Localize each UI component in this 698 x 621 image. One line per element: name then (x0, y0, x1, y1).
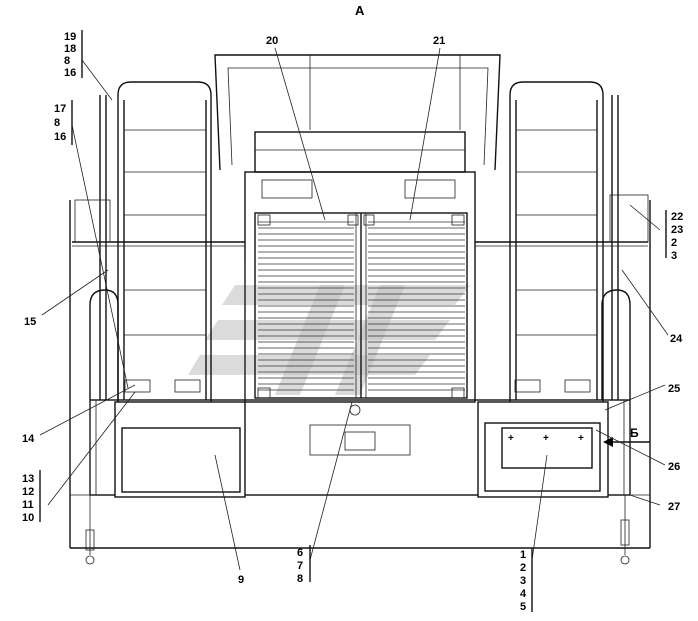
callout-label: 7 (297, 560, 303, 572)
view-label: А (355, 3, 365, 18)
callout-label: 5 (520, 601, 526, 613)
right-ladder (475, 81, 649, 495)
radiator-grille (254, 212, 468, 416)
callout-label: 17 (54, 103, 66, 115)
callout-label: 3 (520, 575, 526, 587)
callout-21: 21 (433, 35, 445, 47)
callout-label: 8 (64, 55, 70, 67)
callout-label: 4 (520, 588, 527, 600)
svg-text:+: + (578, 433, 584, 444)
callout-20: 20 (266, 35, 278, 47)
right-chain (620, 495, 630, 565)
radiator-housing (244, 171, 476, 403)
callout-label: 12 (22, 486, 34, 498)
cab-body (214, 54, 501, 173)
callout-22-23-2-3: 22 23 2 3 (665, 210, 683, 262)
callout-6-7-8: 6 7 8 (297, 545, 311, 585)
left-ladder (72, 81, 245, 495)
callout-label: 18 (64, 43, 76, 55)
callout-label: 19 (64, 31, 76, 43)
callout-label: 22 (671, 211, 683, 223)
callout-25: 25 (668, 383, 680, 395)
callout-24: 24 (670, 333, 683, 345)
svg-text:+: + (543, 433, 549, 444)
callout-14: 14 (22, 433, 35, 445)
callout-15: 15 (24, 316, 36, 328)
callout-27: 27 (668, 501, 680, 513)
callout-label: 16 (54, 131, 66, 143)
callout-1-5: 1 2 3 4 5 (520, 548, 533, 613)
callout-label: 2 (520, 562, 526, 574)
svg-text:+: + (508, 433, 514, 444)
callout-9: 9 (238, 574, 244, 586)
watermark-logo (188, 285, 470, 395)
view-title: А (355, 3, 365, 18)
arrow-label: Б (630, 426, 639, 440)
callout-label: 1 (520, 549, 526, 561)
callout-26: 26 (668, 461, 680, 473)
callout-label: 3 (671, 250, 677, 262)
callout-label: 2 (671, 237, 677, 249)
callout-19-18-8-16: 19 18 8 16 (64, 30, 83, 79)
left-battery-box (114, 401, 246, 498)
callout-label: 11 (22, 499, 34, 511)
callout-label: 23 (671, 224, 683, 236)
callout-label: 8 (297, 573, 303, 585)
left-chain (85, 495, 95, 565)
callout-17-8-16: 17 8 16 (54, 100, 73, 145)
view-arrow (603, 437, 650, 447)
leader-lines (39, 47, 669, 571)
callout-13-12-11-10: 13 12 11 10 (22, 470, 41, 524)
callout-label: 13 (22, 473, 34, 485)
callout-label: 16 (64, 67, 76, 79)
callout-label: 8 (54, 117, 60, 129)
callout-label: 6 (297, 547, 303, 559)
center-bracket (309, 424, 411, 456)
callout-label: 10 (22, 512, 34, 524)
